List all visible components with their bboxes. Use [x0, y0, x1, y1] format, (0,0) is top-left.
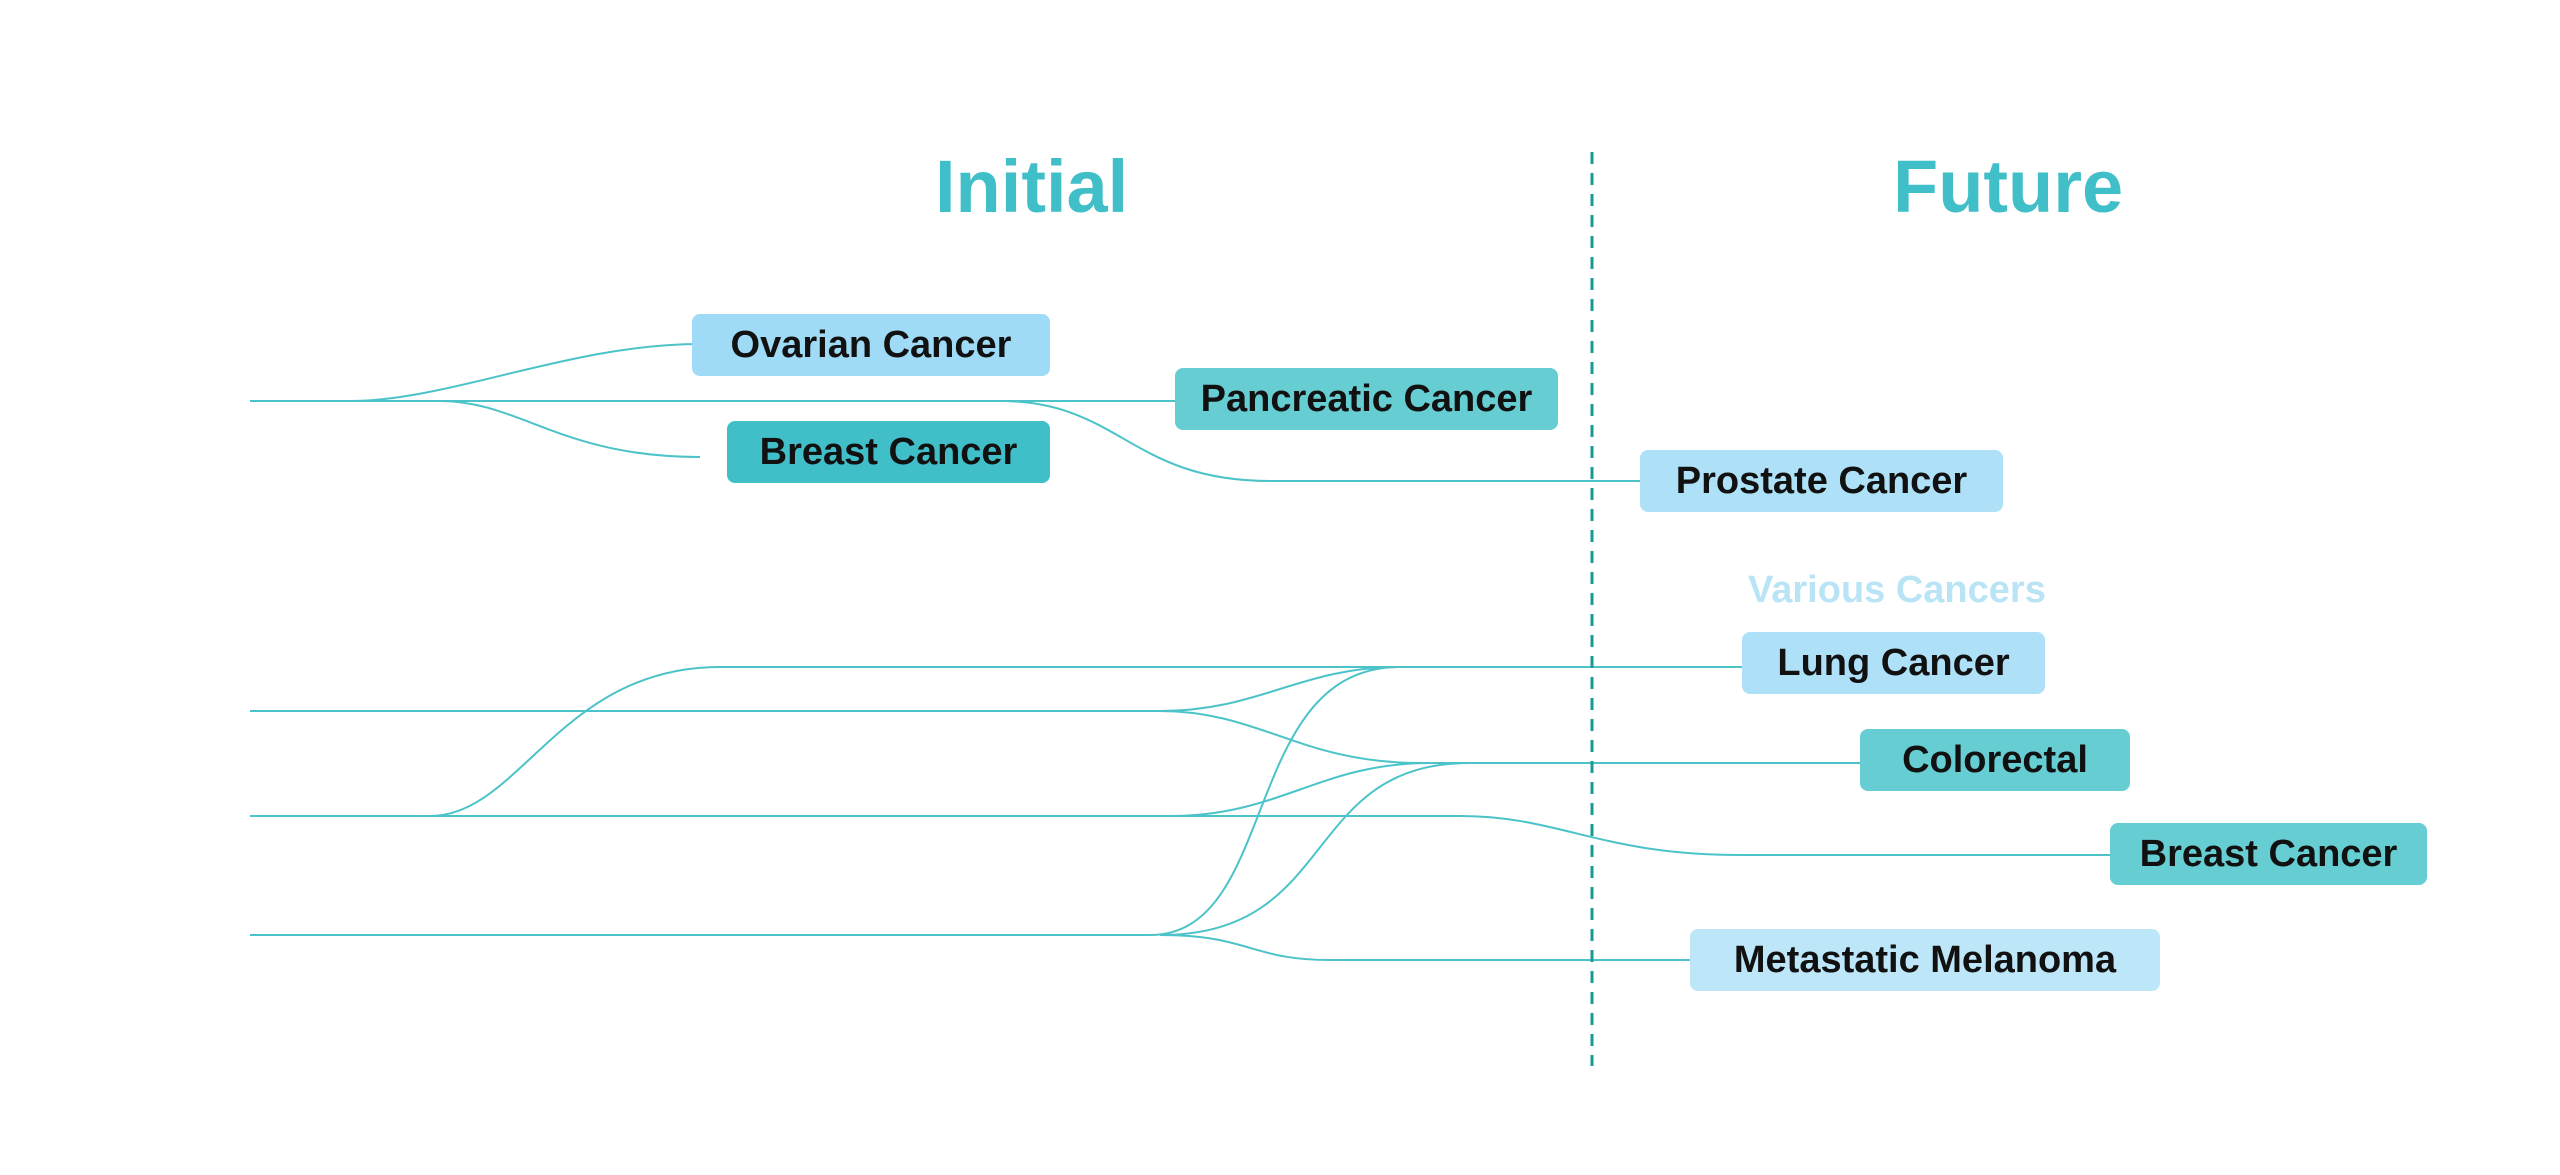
node-pancreatic-cancer: Pancreatic Cancer	[1175, 368, 1558, 430]
line-to-breast-initial	[250, 400, 701, 458]
node-breast-cancer-initial: Breast Cancer	[727, 421, 1050, 483]
node-prostate-cancer: Prostate Cancer	[1640, 450, 2003, 512]
line-c-to-colorectal	[1169, 762, 1431, 817]
line-c-to-breast-future	[250, 815, 2112, 856]
node-lung-cancer: Lung Cancer	[1742, 632, 2045, 694]
line-d-to-melanoma	[1159, 934, 1692, 961]
line-a-to-lung	[250, 666, 1745, 817]
line-to-ovarian	[250, 343, 701, 402]
node-breast-cancer-future: Breast Cancer	[2110, 823, 2427, 885]
line-b-to-colorectal	[1159, 710, 1862, 764]
node-colorectal: Colorectal	[1860, 729, 2130, 791]
label-various-cancers: Various Cancers	[1748, 569, 2046, 611]
node-ovarian-cancer: Ovarian Cancer	[692, 314, 1050, 376]
heading-future: Future	[1893, 145, 2124, 228]
heading-initial: Initial	[935, 145, 1129, 228]
line-d-to-colorectal	[1159, 762, 1471, 936]
line-to-prostate	[999, 400, 1640, 482]
line-d-to-lung	[250, 666, 1401, 936]
node-metastatic-melanoma: Metastatic Melanoma	[1690, 929, 2160, 991]
line-b-to-lung	[250, 666, 1401, 712]
